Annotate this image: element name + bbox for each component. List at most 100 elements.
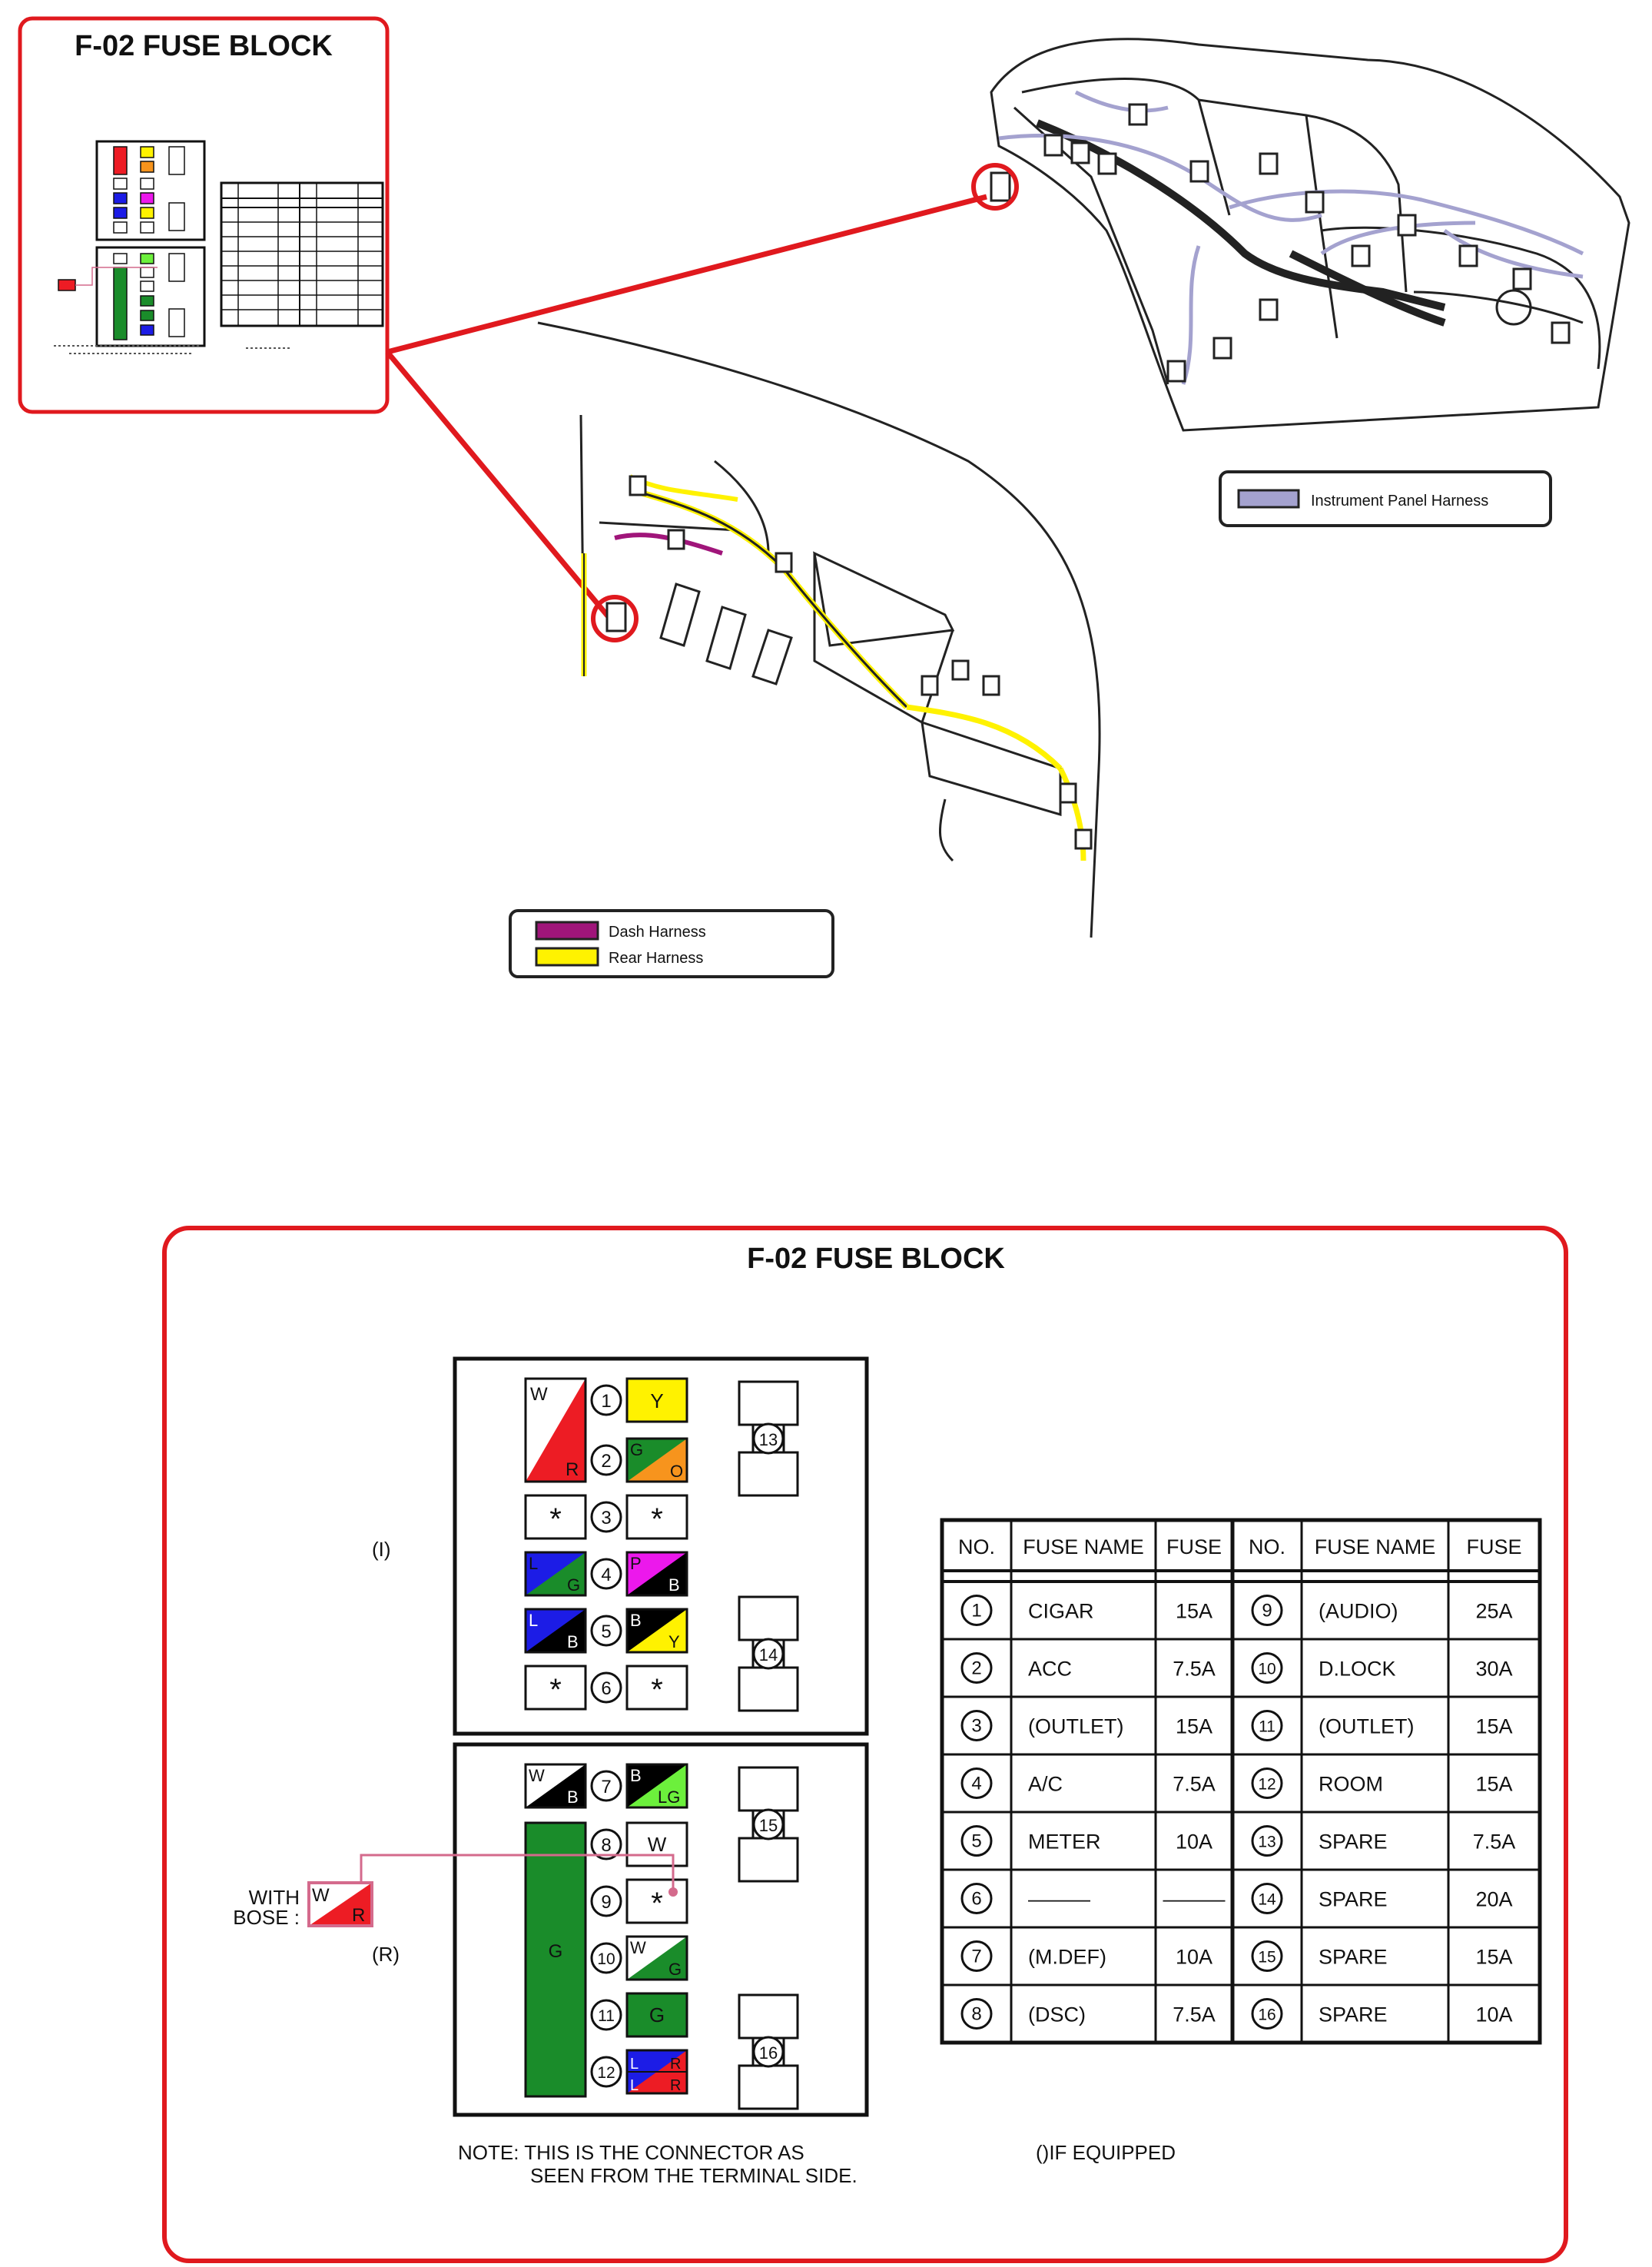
fuse-rating: 25A — [1475, 1600, 1512, 1623]
svg-text:G: G — [649, 2003, 665, 2026]
fuse-name: SPARE — [1319, 2003, 1388, 2026]
fuse-rating: 10A — [1176, 1946, 1212, 1969]
table-header-cell: FUSE NAME — [1315, 1535, 1436, 1558]
svg-text:4: 4 — [601, 1565, 611, 1585]
relay-14: 14 — [738, 1595, 799, 1712]
svg-text:*: * — [549, 1502, 562, 1536]
fuse-number: 1 — [971, 1601, 981, 1621]
svg-text:8: 8 — [601, 1835, 611, 1856]
fuse-number: 10 — [1258, 1661, 1275, 1678]
svg-text:2: 2 — [601, 1451, 611, 1472]
thumbnail-title: F-02 FUSE BLOCK — [75, 30, 333, 62]
terminal-1-2-left: W R — [524, 1377, 587, 1483]
fuse-rating: 7.5A — [1173, 1658, 1216, 1681]
fuse-number-circle — [1251, 1595, 1283, 1626]
svg-text:L: L — [529, 1611, 538, 1630]
svg-text:G: G — [668, 1960, 682, 1979]
terminal-big-g: G — [524, 1821, 587, 2098]
fuse-rating: 15A — [1475, 1946, 1512, 1969]
fuse-number-circle — [960, 1998, 993, 2030]
terminal-12: L R L R — [625, 2049, 688, 2095]
connector-r-numbers: 7 8 9 10 11 12 — [590, 1770, 622, 2088]
terminal-5: L B B Y — [524, 1608, 688, 1654]
fuse-number: 11 — [1259, 1718, 1275, 1736]
relay-13: 13 — [738, 1380, 799, 1497]
fuse-number-circle — [960, 1767, 993, 1799]
terminal-2-right: G O — [625, 1437, 688, 1483]
svg-text:W: W — [312, 1885, 330, 1906]
fuse-rating: 10A — [1176, 1831, 1212, 1854]
svg-text:Y: Y — [668, 1632, 680, 1651]
relay-16: 16 — [738, 1993, 799, 2110]
svg-text:W: W — [529, 1766, 545, 1785]
svg-text:LG: LG — [658, 1787, 680, 1807]
fuse-name: ACC — [1028, 1658, 1072, 1681]
fuse-name: ——— — [1028, 1888, 1090, 1911]
fuse-block-panel: F-02 FUSE BLOCK (I) W R Y G O * * — [162, 1226, 1568, 2263]
fuse-name: METER — [1028, 1831, 1101, 1854]
if-equipped-note: ()IF EQUIPPED — [1036, 2141, 1176, 2164]
fuse-number-circle — [1251, 1883, 1283, 1914]
thumbnail-callout: F-02 FUSE BLOCK — [18, 16, 390, 414]
svg-text:B: B — [630, 1611, 642, 1630]
legend-label-instrument-panel: Instrument Panel Harness — [1311, 493, 1488, 509]
fuse-number-circle — [1251, 1652, 1283, 1684]
svg-text:BOSE :: BOSE : — [233, 1906, 300, 1929]
thumbnail-table — [220, 181, 384, 327]
legend-instrument-panel: Instrument Panel Harness — [1219, 470, 1552, 527]
svg-text:*: * — [651, 1887, 663, 1920]
fuse-rating: 15A — [1475, 1715, 1512, 1738]
instrument-panel-drawing — [971, 38, 1630, 432]
fuse-number: 4 — [971, 1774, 981, 1794]
fuse-number: 5 — [971, 1831, 981, 1852]
fuse-number: 16 — [1258, 2006, 1275, 2024]
fuse-rating: 30A — [1475, 1658, 1512, 1681]
terminal-8: W — [625, 1821, 688, 1867]
svg-text:Y: Y — [650, 1389, 663, 1412]
svg-text:3: 3 — [601, 1508, 611, 1528]
note-line-2: SEEN FROM THE TERMINAL SIDE. — [530, 2164, 858, 2187]
svg-text:O: O — [670, 1462, 683, 1481]
fuse-name: (OUTLET) — [1319, 1715, 1415, 1738]
terminal-7: W B B LG — [524, 1763, 688, 1809]
fuse-name: (DSC) — [1028, 2003, 1086, 2026]
svg-text:WITH: WITH — [249, 1886, 300, 1909]
svg-text:14: 14 — [759, 1645, 778, 1665]
fuse-number: 14 — [1258, 1891, 1276, 1909]
fuse-number: 15 — [1258, 1949, 1275, 1967]
fuse-number-circle — [960, 1595, 993, 1626]
fuse-name: SPARE — [1319, 1888, 1388, 1911]
fuse-number-circle — [1251, 1767, 1283, 1799]
callout-line-1 — [386, 194, 987, 355]
callout-line-2 — [385, 350, 615, 625]
connector-i-label: (I) — [372, 1538, 391, 1561]
fuse-number: 12 — [1258, 1776, 1275, 1794]
terminal-1-right: Y — [625, 1377, 688, 1423]
terminal-6: * * — [524, 1665, 688, 1711]
page-title: F-02 FUSE BLOCK — [747, 1243, 1005, 1275]
svg-text:7: 7 — [601, 1777, 611, 1797]
table-header-cell: FUSE NAME — [1023, 1535, 1144, 1558]
legend-dash-rear: Dash Harness Rear Harness — [509, 909, 834, 978]
fuse-rating: 7.5A — [1173, 2003, 1216, 2026]
fuse-number-circle — [1251, 1825, 1283, 1857]
connector-i-numbers: 1 2 3 4 5 6 — [590, 1384, 622, 1704]
with-bose-terminal: WITH BOSE : W R — [233, 1854, 678, 1929]
terminal-3: * * — [524, 1494, 688, 1540]
legend-label-rear: Rear Harness — [609, 950, 703, 967]
fuse-number: 6 — [971, 1889, 981, 1910]
svg-text:6: 6 — [601, 1678, 611, 1699]
svg-text:G: G — [549, 1941, 563, 1962]
svg-text:5: 5 — [601, 1621, 611, 1642]
fuse-rating: 7.5A — [1173, 1773, 1216, 1796]
fuse-name: A/C — [1028, 1773, 1063, 1796]
fuse-number: 8 — [971, 2004, 981, 2025]
fuse-rating: 20A — [1475, 1888, 1512, 1911]
footwell-drawing — [537, 321, 1101, 938]
svg-text:W: W — [648, 1833, 667, 1856]
terminal-11: G — [625, 1992, 688, 2038]
svg-text:B: B — [567, 1632, 579, 1651]
fuse-name: (M.DEF) — [1028, 1946, 1106, 1969]
legend-swatch-instrument-panel — [1237, 489, 1300, 509]
